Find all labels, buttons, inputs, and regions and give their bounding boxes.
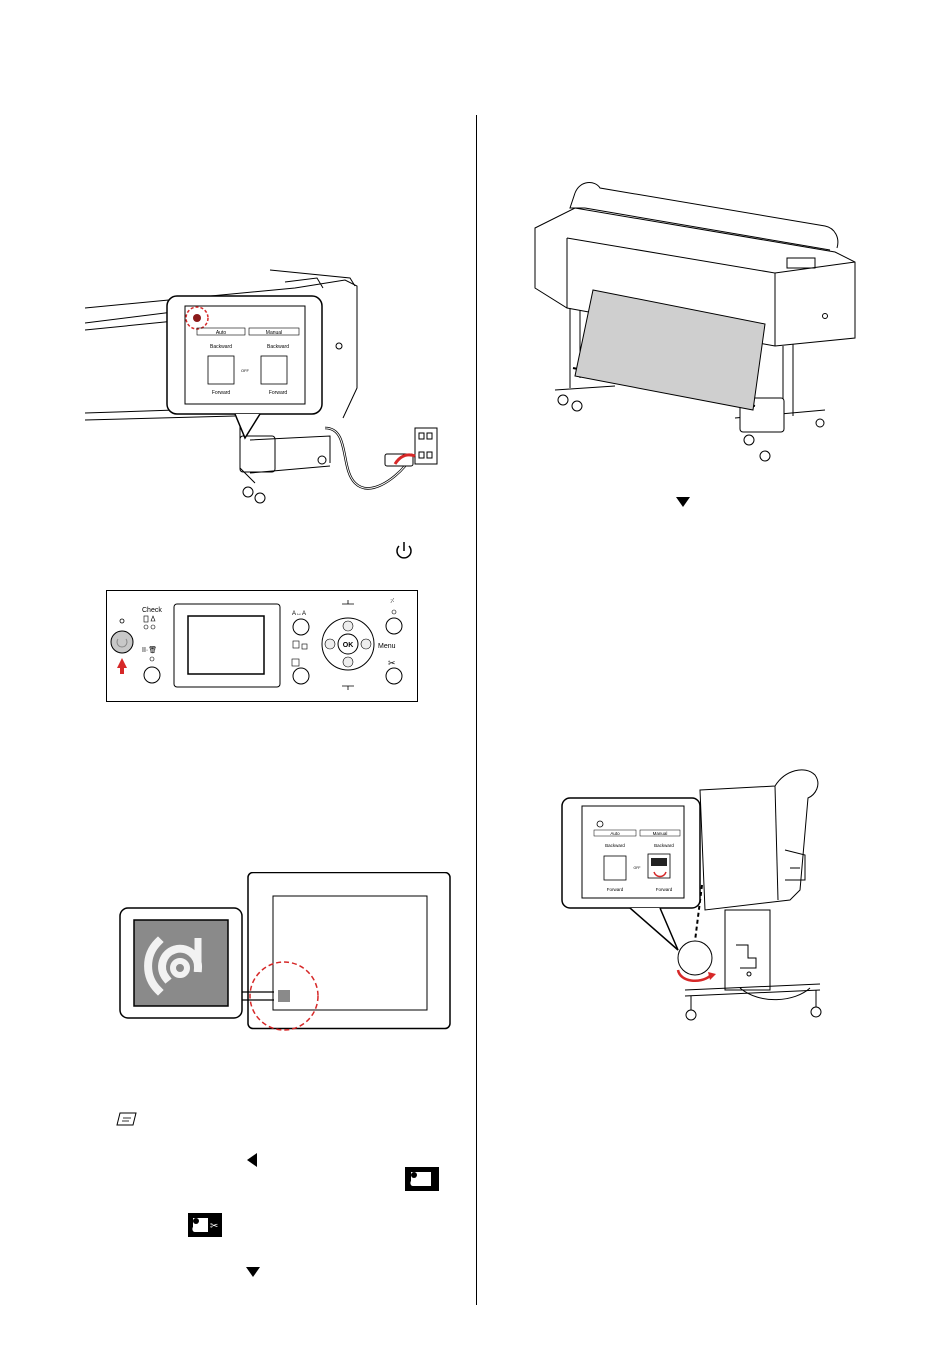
auto-label-2: Auto	[610, 831, 620, 836]
manual-label-2: Manual	[653, 831, 668, 836]
maintenance-button[interactable]	[386, 618, 402, 634]
figure-takeup-manual-switch: Auto Manual Backward Backward OFF Forwar…	[560, 760, 832, 1024]
off-label-2: OFF	[634, 866, 641, 870]
power-button[interactable]	[111, 631, 133, 653]
roll-paper-icon	[405, 1167, 439, 1191]
forward-label-2: Forward	[607, 887, 624, 892]
triangle-down-icon	[245, 1266, 261, 1278]
power-icon	[393, 540, 415, 562]
roll-paper-cut-icon: ✂	[188, 1213, 222, 1237]
backward-label-manual: Backward	[267, 344, 289, 350]
check-label: Check	[142, 607, 162, 614]
forward-label-manual-2: Forward	[656, 887, 673, 892]
figure-lcd-takeup-icon	[118, 872, 454, 1032]
column-divider	[476, 115, 477, 1305]
cut-label: ✂	[388, 658, 396, 668]
backward-label-manual-2: Backward	[654, 843, 674, 848]
backward-label: Backward	[210, 344, 232, 350]
paper-source-button[interactable]	[293, 619, 309, 635]
paper-sheet	[575, 290, 765, 410]
lcd-takeup-indicator	[278, 990, 290, 1002]
ok-label: OK	[343, 642, 354, 649]
memo-icon	[116, 1112, 138, 1126]
figure-takeup-power-connection: Auto Manual Backward Backward OFF Forwar…	[85, 268, 445, 508]
paper-feed-button[interactable]	[293, 668, 309, 684]
forward-label: Forward	[212, 390, 231, 396]
maintenance-label: ⸓	[390, 598, 395, 605]
triangle-left-icon	[246, 1152, 258, 1168]
aa-label: A↔A	[292, 611, 306, 617]
auto-label: Auto	[216, 330, 227, 336]
triangle-down-icon-right	[675, 496, 691, 508]
menu-label: Menu	[378, 643, 396, 650]
manual-label: Manual	[266, 330, 282, 336]
lcd-screen	[188, 616, 264, 674]
figure-control-panel: Check II·🗑 A↔A OK Menu ⸓ ✂	[106, 590, 418, 702]
pause-button[interactable]	[144, 667, 160, 683]
figure-printer-front-paper	[525, 178, 861, 464]
backward-label-2: Backward	[605, 843, 625, 848]
pause-cancel-label: II·🗑	[142, 645, 157, 654]
forward-label-manual: Forward	[269, 390, 288, 396]
cut-button[interactable]	[386, 668, 402, 684]
svg-text:✂: ✂	[210, 1221, 218, 1232]
off-label: OFF	[241, 368, 250, 373]
